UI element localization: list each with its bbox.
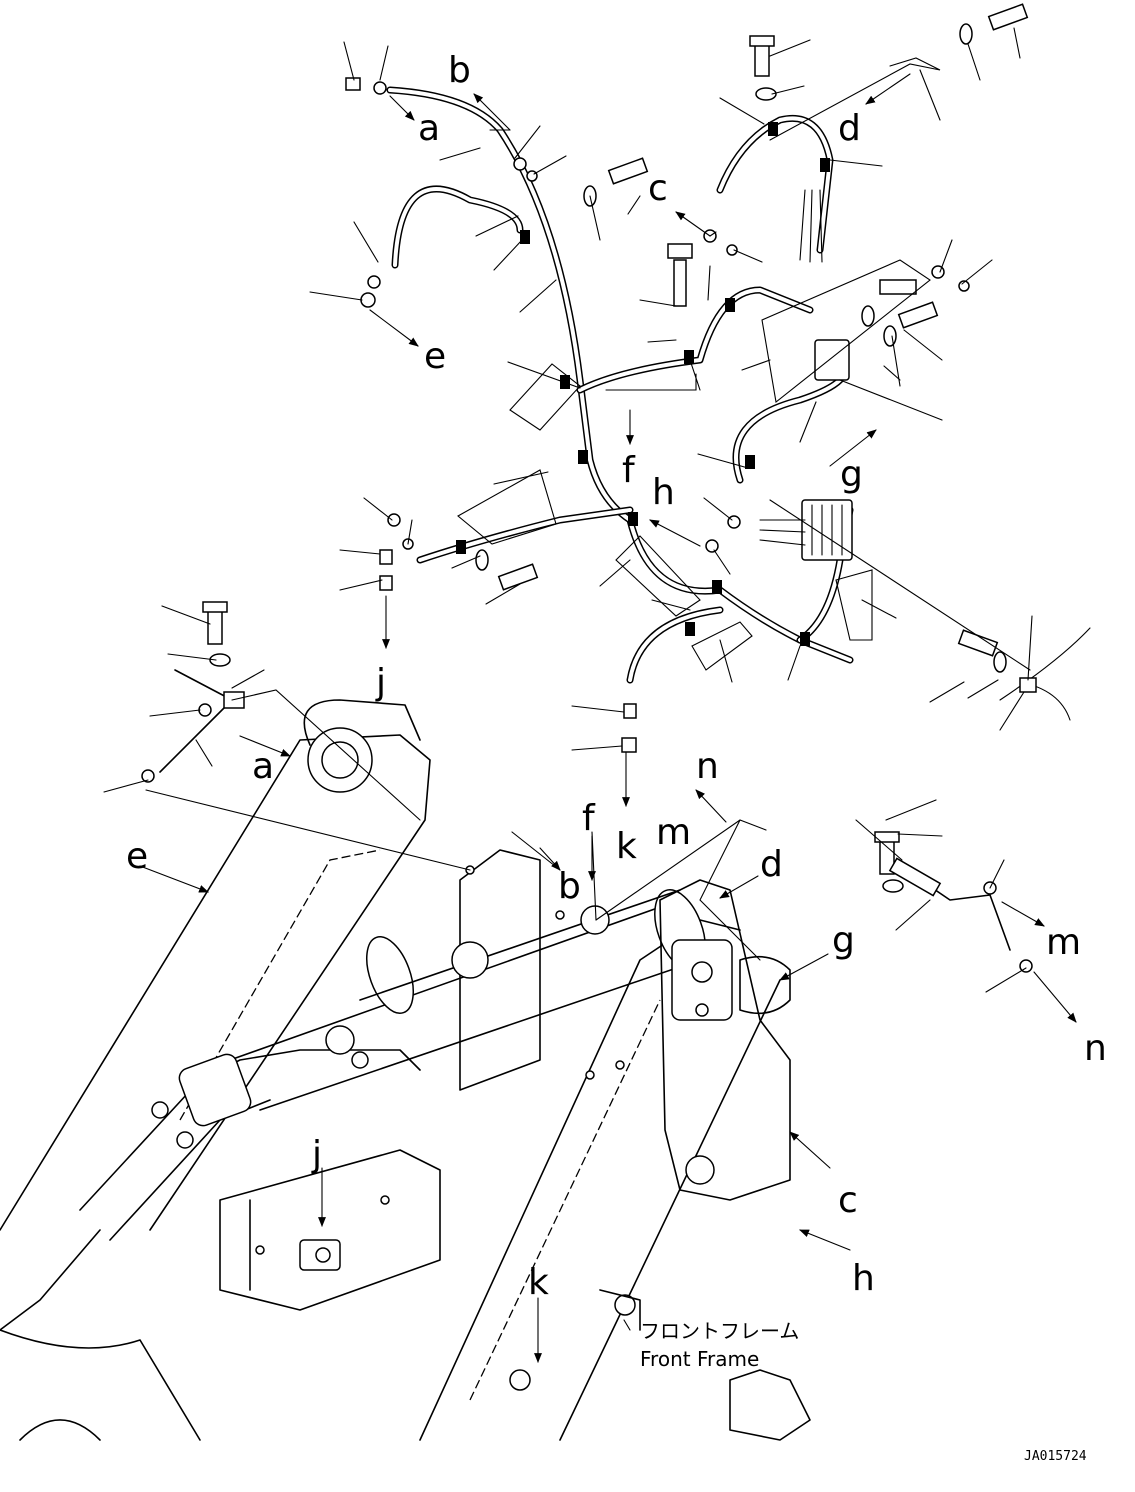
callout-n-upper: n (696, 746, 719, 787)
callout-j-upper: j (375, 662, 386, 703)
callout-c-lower: c (838, 1180, 858, 1221)
harness-assembly (141, 3, 1091, 973)
callout-m-upper: m (656, 812, 691, 853)
callout-g-upper: g (840, 454, 863, 495)
callout-d-upper: d (838, 108, 861, 149)
leader-lines (103, 27, 1033, 1331)
callout-k-upper: k (616, 826, 637, 867)
callout-labels: a b c d e f g h j k a n m f e d b g m n … (126, 50, 1107, 1303)
callout-d-lower: d (760, 844, 783, 885)
callout-c-upper: c (648, 168, 668, 209)
callout-j-lower: j (311, 1134, 322, 1175)
callout-a-lower: a (252, 746, 274, 787)
callout-g-lower: g (832, 920, 855, 961)
callout-arrows (139, 73, 1077, 1363)
frame-label-english: Front Frame (640, 1347, 759, 1371)
callout-b-upper: b (448, 50, 471, 91)
callout-e-lower: e (126, 836, 148, 877)
callout-a-upper: a (418, 108, 440, 149)
callout-b-lower: b (558, 866, 581, 907)
frame-label-japanese: フロントフレーム (640, 1319, 799, 1343)
callout-h-upper: h (652, 472, 675, 513)
callout-f-lower: f (582, 798, 596, 839)
front-frame-drawing (0, 699, 811, 1441)
callout-f-upper: f (622, 450, 636, 491)
callout-h-lower: h (852, 1258, 875, 1299)
drawing-reference-number: JA015724 (1024, 1449, 1087, 1464)
hardware-items (141, 3, 1033, 973)
callout-e-upper: e (424, 336, 446, 377)
callout-m-right: m (1046, 922, 1081, 963)
callout-k-lower: k (528, 1262, 549, 1303)
callout-n-right: n (1084, 1028, 1107, 1069)
